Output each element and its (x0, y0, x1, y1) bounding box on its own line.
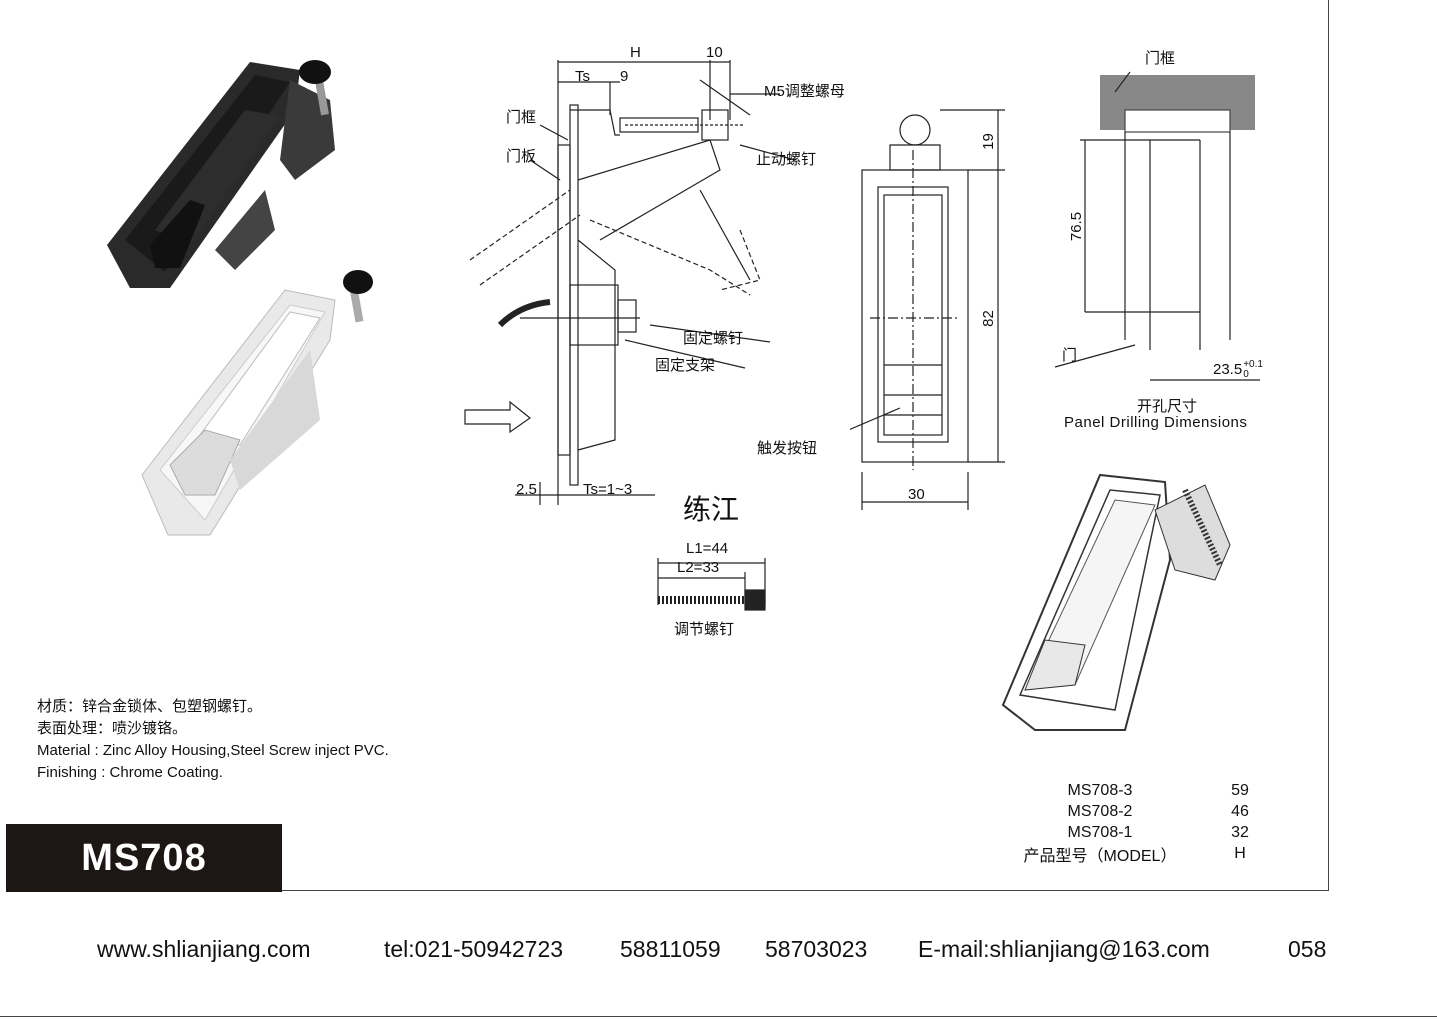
label-stop-screw: 止动螺钉 (756, 151, 817, 168)
tol-lower: 0 (1243, 369, 1249, 380)
table-cell-value: 46 (1231, 802, 1249, 820)
signature-text: 练江 (683, 493, 740, 526)
material-en: Material : Zinc Alloy Housing,Steel Scre… (37, 742, 389, 759)
table-row: MS708-2 46 (985, 801, 1265, 822)
table-header-model: 产品型号（MODEL） (1023, 847, 1177, 865)
cutout-title-cn: 开孔尺寸 (1137, 398, 1198, 415)
finish-cn: 表面处理：喷沙镀铬。 (37, 720, 188, 737)
footer-tel2: 58811059 (620, 936, 721, 962)
cutout-label-door: 门 (1062, 347, 1078, 364)
label-fix-screw: 固定螺钉 (683, 330, 744, 347)
label-m5-nut: M5调整螺母 (764, 83, 845, 100)
product-photo-chrome (141, 270, 373, 536)
dim-10: 10 (706, 44, 723, 61)
dim-82: 82 (979, 310, 997, 327)
footer-tel3: 58703023 (765, 936, 868, 962)
table-row: MS708-1 32 (985, 822, 1265, 843)
label-trigger-button: 触发按钮 (757, 440, 818, 457)
table-cell-value: 59 (1231, 781, 1249, 799)
dim-H: H (630, 44, 641, 61)
dim-23-5: 23.5 +0.1 0 (1213, 360, 1263, 380)
dim-L1: L1=44 (686, 540, 729, 557)
footer-email[interactable]: E-mail:shlianjiang@163.com (918, 936, 1210, 962)
model-table: MS708-3 59 MS708-2 46 MS708-1 32 产品型号（MO… (985, 780, 1265, 865)
table-cell-value: 32 (1231, 823, 1249, 841)
dim-19: 19 (979, 133, 997, 150)
table-header-row: 产品型号（MODEL） H (985, 843, 1265, 865)
label-adjust-screw: 调节螺钉 (674, 621, 735, 638)
dim-ts-range: Ts=1~3 (583, 481, 633, 498)
label-door-frame: 门框 (506, 109, 537, 126)
footer-page-number: 058 (1288, 936, 1327, 962)
dim-76-5: 76.5 (1068, 211, 1086, 242)
bottom-rule (0, 1016, 1437, 1017)
tol-upper: +0.1 (1243, 359, 1263, 370)
cutout-drawing (1054, 71, 1260, 381)
label-door-panel: 门板 (506, 148, 537, 165)
finish-en: Finishing : Chrome Coating. (37, 764, 223, 781)
cutout-label-door-frame: 门框 (1145, 50, 1176, 67)
table-cell-model: MS708-1 (1067, 823, 1133, 841)
dim-9: 9 (620, 68, 629, 85)
material-block: 材质：锌合金锁体、包塑钢螺钉。 表面处理：喷沙镀铬。 Material : Zi… (37, 696, 389, 784)
product-photo-black (107, 60, 335, 288)
side-view-drawing (464, 60, 796, 505)
footer-tel: tel:021-50942723 (384, 936, 564, 962)
footer-website[interactable]: www.shlianjiang.com (97, 936, 311, 962)
table-row: MS708-3 59 (985, 780, 1265, 801)
dim-2-5: 2.5 (516, 481, 537, 498)
dim-L2: L2=33 (677, 559, 720, 576)
dim-23-5-value: 23.5 (1213, 360, 1243, 378)
adjust-screw-drawing (657, 558, 766, 611)
product-photo-perspective (1001, 473, 1231, 731)
model-badge: MS708 (6, 824, 282, 892)
table-cell-model: MS708-2 (1067, 802, 1133, 820)
dim-30: 30 (908, 486, 925, 503)
page-frame (6, 0, 1329, 891)
material-cn: 材质：锌合金锁体、包塑钢螺钉。 (37, 698, 263, 715)
table-header-value: H (1234, 844, 1246, 862)
cutout-title-en: Panel Drilling Dimensions (1064, 414, 1248, 431)
label-fix-bracket: 固定支架 (655, 357, 716, 374)
front-view-drawing (850, 109, 1005, 510)
dim-Ts: Ts (575, 68, 590, 85)
table-cell-model: MS708-3 (1067, 781, 1133, 799)
